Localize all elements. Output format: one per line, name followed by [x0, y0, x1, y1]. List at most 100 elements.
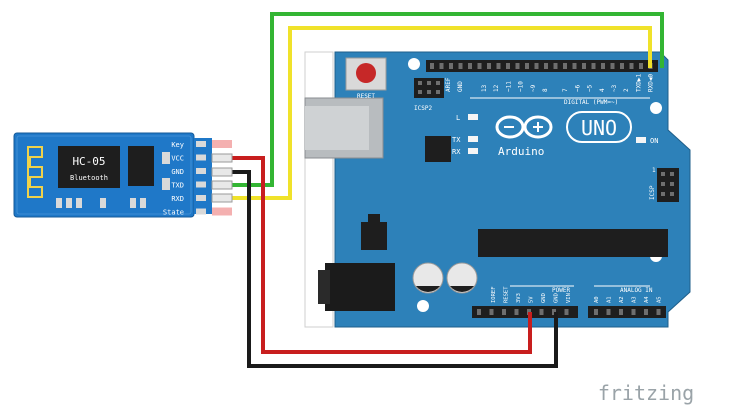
hc05-pin [196, 181, 206, 188]
power-pin-label: VIN [566, 293, 572, 303]
usb-chip [425, 136, 451, 162]
digital-header-hole [449, 63, 453, 69]
uno-model: UNO [581, 116, 617, 140]
hc05-model: HC-05 [72, 155, 105, 168]
analog-header-hole [656, 309, 661, 315]
hc05-pin-label-vcc: VCC [171, 155, 184, 163]
wire-vcc-red [212, 156, 532, 354]
analog-pin-label: A1 [607, 296, 613, 303]
power-label: POWER [552, 287, 570, 294]
digital-pin-label: 12 [493, 84, 500, 92]
hc05-unused-pin [212, 140, 232, 148]
digital-pin-label: RXD◀0 [648, 74, 655, 92]
hc05-unused-pin [212, 207, 232, 216]
hc05-pin-label-state: State [163, 209, 184, 217]
analog-header-hole [594, 309, 598, 315]
icsp-label: ICSP [649, 185, 656, 200]
analog-header-hole [606, 309, 611, 315]
power-pin-label: IOREF [491, 286, 497, 303]
hc05-pin [196, 141, 206, 147]
icsp2-hole [427, 81, 431, 85]
capacitor-1 [412, 262, 444, 294]
digital-pin-label: 2 [623, 88, 630, 92]
digital-pin-label: ~11 [505, 81, 512, 92]
digital-header-hole [629, 63, 634, 69]
digital-pin-label: ~3 [611, 84, 618, 92]
hc05-subtitle: Bluetooth [70, 174, 108, 182]
digital-header-hole [439, 63, 444, 69]
digital-header-hole [468, 63, 472, 69]
icsp2-hole [427, 90, 431, 94]
icsp2-label: ICSP2 [414, 105, 432, 112]
hc05-pin-label-key: Key [171, 141, 184, 149]
on-label: ON [650, 137, 658, 145]
digital-header-hole [553, 63, 558, 69]
digital-header-hole [639, 63, 643, 69]
analog-pin-label: A2 [619, 296, 625, 303]
digital-header-hole [534, 63, 539, 69]
digital-pin-label: ~10 [518, 81, 525, 92]
power-header-hole [502, 309, 506, 315]
digital-header-hole [525, 63, 529, 69]
capacitor-2 [446, 262, 478, 294]
analog-pin-label: A0 [594, 296, 600, 303]
digital-pin-label: 7 [562, 88, 569, 92]
digital-label: DIGITAL (PWM=~) [564, 99, 618, 106]
analog-pin-label: A3 [632, 296, 638, 303]
regulator [361, 222, 387, 250]
digital-pin-label: TXD▶1 [635, 74, 642, 92]
hc05-pin-label-rxd: RXD [171, 195, 184, 203]
power-jack [325, 263, 395, 311]
power-header-hole [489, 309, 494, 315]
analog-header-hole [619, 309, 623, 315]
analog-pin-label: A4 [644, 296, 650, 303]
gnd-label: GND [457, 81, 464, 92]
icsp2-hole [418, 90, 422, 94]
digital-header-hole [563, 63, 567, 69]
power-header-hole [514, 309, 519, 315]
icsp-pin-number: 1 [652, 167, 656, 174]
power-pin-label: 3V3 [516, 293, 522, 303]
digital-header-hole [591, 63, 596, 69]
digital-header-hole [515, 63, 520, 69]
digital-header [426, 60, 658, 72]
icsp2-hole [436, 81, 440, 85]
digital-header-hole [601, 63, 605, 69]
hc05-pin [196, 195, 206, 201]
digital-pin-label: ~6 [574, 84, 581, 92]
power-header-hole [539, 309, 544, 315]
icsp-hole [661, 172, 665, 176]
fritzing-watermark: fritzing [598, 381, 694, 405]
led-l-label: L [456, 114, 460, 122]
icsp2-hole [418, 81, 422, 85]
digital-header-hole [430, 63, 434, 69]
digital-header-hole [582, 63, 586, 69]
digital-header-hole [610, 63, 615, 69]
power-pin-label: 5V [529, 296, 535, 303]
hc05-pin-label-gnd: GND [171, 168, 184, 176]
led-rx-label: RX [452, 148, 461, 156]
led-tx-label: TX [452, 136, 461, 144]
digital-pin-label: ~5 [587, 84, 594, 92]
digital-header-hole [544, 63, 548, 69]
power-pin-label: RESET [504, 286, 510, 303]
icsp-hole [670, 182, 674, 186]
digital-pin-label: 13 [481, 84, 488, 92]
wire-gnd-black [212, 170, 558, 368]
digital-header-hole [458, 63, 463, 69]
digital-header-hole [487, 63, 491, 69]
digital-pin-label: ~9 [530, 84, 537, 92]
digital-header-hole [506, 63, 510, 69]
icsp-hole [670, 192, 674, 196]
icsp-hole [661, 182, 665, 186]
analog-label: ANALOG IN [620, 287, 653, 294]
icsp-header [657, 168, 679, 202]
board-frame [304, 51, 334, 328]
power-header [472, 306, 578, 318]
icsp-hole [661, 192, 665, 196]
power-pin-label: GND [554, 293, 560, 303]
antenna-trace [27, 146, 43, 198]
digital-header-hole [620, 63, 624, 69]
